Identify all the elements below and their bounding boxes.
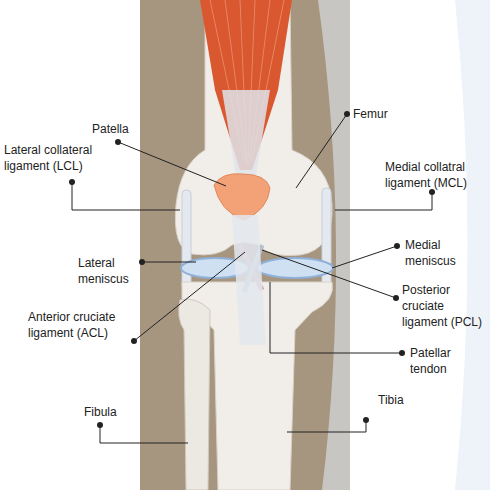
leader-dots — [69, 111, 435, 428]
part-label: Fibula — [84, 404, 134, 420]
part-label: Anterior cruciate ligament (ACL) — [28, 309, 133, 341]
part-label: Posterior cruciate ligament (PCL) — [402, 282, 486, 330]
part-label: Tibia — [378, 392, 428, 408]
part-label: Patella — [92, 121, 152, 137]
patella-bone — [214, 174, 270, 220]
quadriceps-tendon — [222, 90, 270, 175]
fibula-bone — [179, 299, 210, 490]
part-label: Medial meniscus — [405, 237, 485, 269]
leg-ground — [140, 0, 350, 490]
part-label: Medial collatral ligament (MCL) — [385, 159, 485, 191]
side-panel — [455, 0, 490, 490]
part-label: Femur — [353, 106, 413, 122]
part-label: Lateral meniscus — [78, 255, 138, 287]
part-label: Patellar tendon — [410, 345, 480, 377]
part-label: Lateral collateral ligament (LCL) — [4, 142, 114, 174]
leg-shade — [318, 0, 350, 490]
patellar-tendon — [232, 215, 266, 345]
mcl-ligament — [322, 188, 331, 292]
medial-meniscus — [257, 258, 333, 278]
leader-lines — [72, 114, 432, 443]
